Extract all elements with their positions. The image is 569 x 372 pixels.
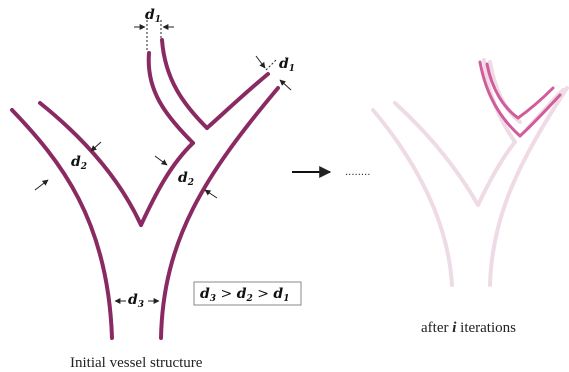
label-d1-top: d1 — [145, 7, 161, 25]
d2-left-arrow-lower — [34, 179, 49, 191]
caption-initial: Initial vessel structure — [70, 355, 203, 371]
d2-right-arrow-lower — [204, 189, 218, 199]
d1-right-arrow-lower — [279, 79, 292, 91]
ghost-crotch-wall — [476, 140, 517, 207]
iterated-vessel-tree — [371, 58, 569, 287]
inequality-box: d3 > d2 > d1 — [193, 281, 302, 306]
d1-right-arrow-upper — [255, 55, 266, 69]
initial-vessel-tree — [10, 38, 280, 340]
trunk-right-wall — [159, 86, 280, 340]
ghost-left-inner-wall — [393, 101, 480, 207]
caption-after: after i iterations — [421, 320, 516, 336]
left-branch-inner-wall — [38, 101, 143, 227]
d1-right-tick — [265, 59, 277, 71]
trunk-left-wall — [10, 108, 114, 340]
ghost-trunk-left-wall — [371, 108, 454, 287]
remodeled-segment-outer — [478, 60, 562, 138]
d1-branch-right-wall — [160, 38, 209, 130]
label-d1-right: d1 — [279, 56, 295, 74]
d2-left-arrow-upper — [90, 141, 102, 152]
ghost-d1-right-wall — [488, 60, 522, 124]
remodeled-segment-inner — [485, 62, 555, 120]
ellipsis: ........ — [345, 167, 370, 178]
inequality-frame — [193, 281, 302, 306]
right-branch-inner-wall — [205, 72, 270, 130]
dimension-marks — [34, 20, 292, 304]
d1-branch-left-wall — [146, 51, 195, 145]
label-d2-right: d2 — [178, 170, 194, 188]
label-d3: d3 — [128, 292, 144, 310]
label-d2-left: d2 — [71, 154, 87, 172]
inequality-text: d3 > d2 > d1 — [200, 286, 289, 304]
d2-right-arrow-upper — [154, 155, 168, 166]
ghost-trunk-right-wall — [488, 86, 569, 287]
crotch-wall — [139, 141, 195, 227]
